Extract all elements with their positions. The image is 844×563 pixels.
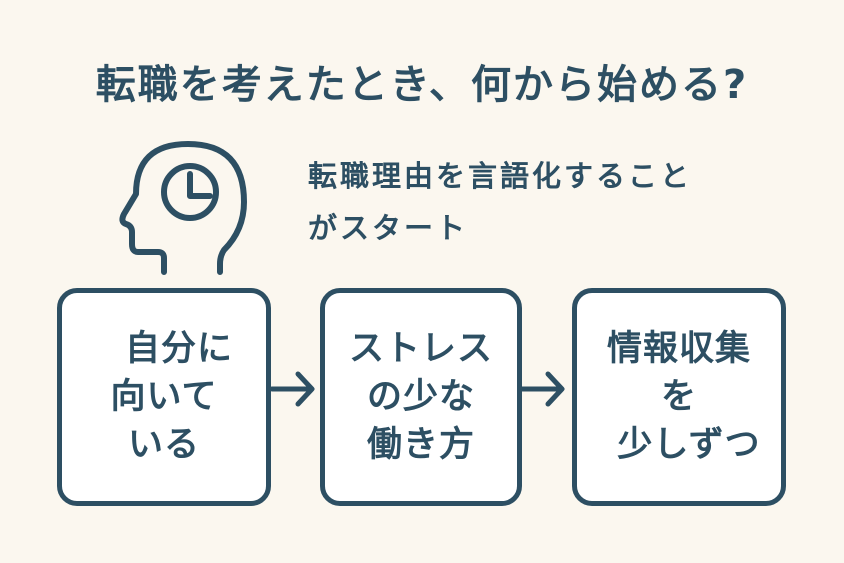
diagram-title: 転職を考えたとき、何から始める? [95, 62, 749, 108]
head-with-clock-icon [119, 141, 247, 275]
step-box-suited: 自分に 向いて いる [57, 288, 271, 506]
arrow-right-icon [270, 371, 315, 407]
step-box-low-stress: ストレス の少な 働き方 [320, 288, 522, 506]
step-text: 自分に 向いて いる [110, 329, 233, 465]
intro-line-2: がスタート [308, 211, 469, 245]
arrow-right-icon [520, 371, 565, 407]
step-text: ストレス の少な 働き方 [348, 329, 493, 465]
step-text: 情報収集 を 少しずつ [606, 329, 761, 465]
intro-line-1: 転職理由を言語化すること [308, 159, 693, 193]
step-box-info-gathering: 情報収集 を 少しずつ [572, 288, 786, 506]
intro-text: 転職理由を言語化すること がスタート [308, 150, 768, 254]
